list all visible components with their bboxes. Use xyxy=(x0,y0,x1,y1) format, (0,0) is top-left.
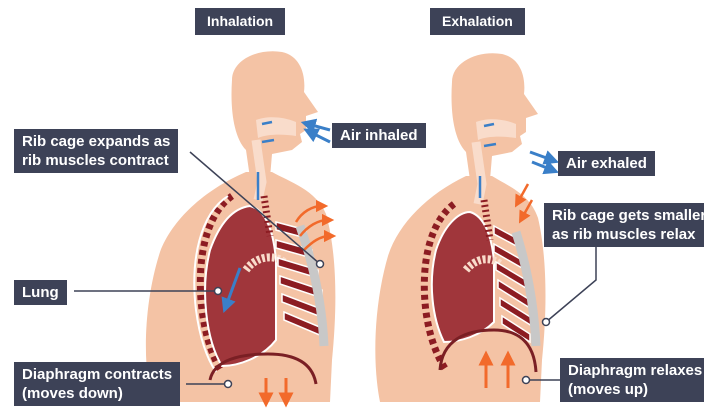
rib-expand-label-line2: rib muscles contract xyxy=(22,151,170,170)
exhalation-header: Exhalation xyxy=(430,8,525,35)
exhale-air-arrow-2 xyxy=(532,162,552,170)
exhale-air-arrow-1 xyxy=(530,152,552,160)
lung-label: Lung xyxy=(14,280,67,305)
diaphragm-contracts-label-line1: Diaphragm contracts xyxy=(22,365,172,384)
diaphragm-relaxes-label-line1: Diaphragm relaxes xyxy=(568,361,696,380)
diaphragm-relaxes-label: Diaphragm relaxes (moves up) xyxy=(560,358,704,402)
exhale-head xyxy=(452,53,538,180)
leader-diaphragm-relaxes-dot xyxy=(523,377,530,384)
leader-rib-smaller-dot xyxy=(543,319,550,326)
rib-expand-label: Rib cage expands as rib muscles contract xyxy=(14,129,178,173)
diaphragm-relaxes-label-line2: (moves up) xyxy=(568,380,696,399)
leader-rib-expand-dot xyxy=(317,261,324,268)
diaphragm-contracts-label: Diaphragm contracts (moves down) xyxy=(14,362,180,406)
inhale-air-arrow-2 xyxy=(310,132,330,142)
leader-diaphragm-contracts-dot xyxy=(225,381,232,388)
leader-lung-dot xyxy=(215,288,222,295)
air-inhaled-label: Air inhaled xyxy=(332,123,426,148)
exhalation-figure xyxy=(375,53,552,402)
rib-smaller-label-line2: as rib muscles relax xyxy=(552,225,696,244)
air-exhaled-label: Air exhaled xyxy=(558,151,655,176)
rib-expand-label-line1: Rib cage expands as xyxy=(22,132,170,151)
diaphragm-contracts-label-line2: (moves down) xyxy=(22,384,172,403)
inhalation-figure xyxy=(146,51,335,402)
inhale-head xyxy=(232,51,318,178)
leader-rib-smaller xyxy=(546,246,596,322)
rib-smaller-label: Rib cage gets smaller as rib muscles rel… xyxy=(544,203,704,247)
rib-smaller-label-line1: Rib cage gets smaller xyxy=(552,206,696,225)
inhale-air-arrow-1 xyxy=(308,124,330,130)
inhalation-header: Inhalation xyxy=(195,8,285,35)
